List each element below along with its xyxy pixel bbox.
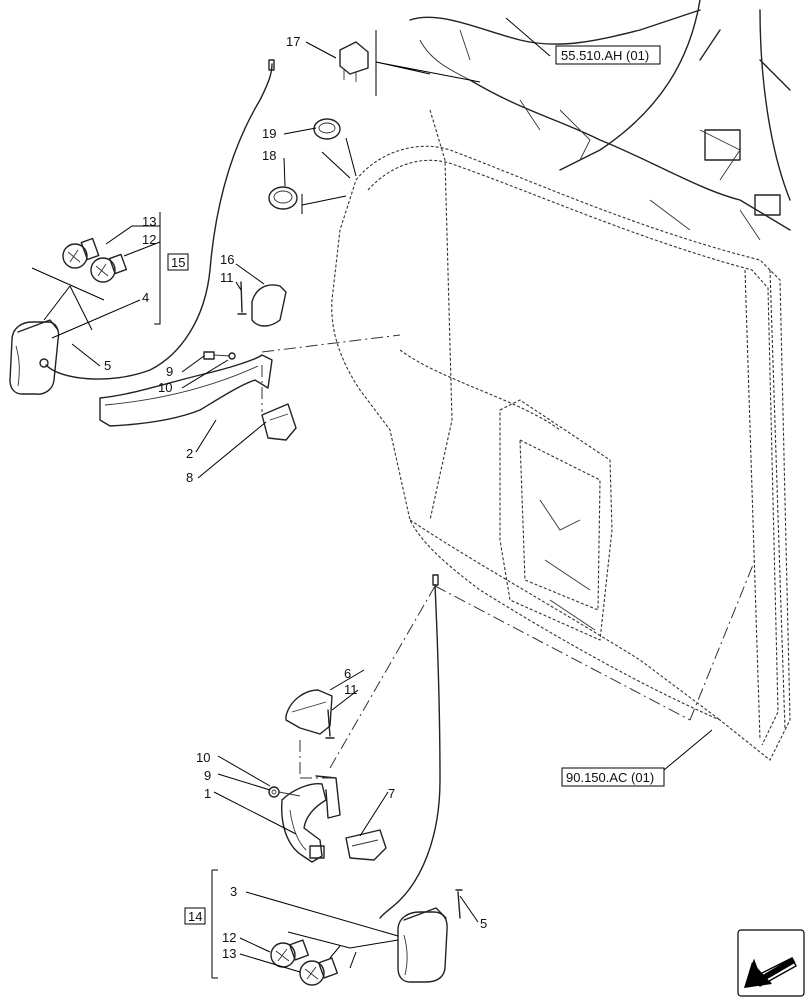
svg-text:15: 15 [171,255,185,270]
reference-link-55-510-ah[interactable]: 55.510.AH (01) [555,45,661,65]
callout-13-lower: 13 [222,946,236,961]
group-callout-15: 15 [167,253,189,271]
upper-bracket [99,354,273,427]
assembly-line-lower-2 [299,740,336,779]
reference-link-90-150-ac[interactable]: 90.150.AC (01) [561,767,665,787]
callout-19: 19 [262,126,276,141]
reference-label-mid[interactable]: 90.150.AC (01) [566,770,654,785]
callout-16: 16 [220,252,234,267]
callout-6: 6 [344,666,351,681]
reference-label-top[interactable]: 55.510.AH (01) [561,48,649,63]
lower-cover-7 [345,829,387,861]
lower-screw-5 [455,889,463,919]
callout-7: 7 [388,786,395,801]
upper-bulb-12 [90,253,128,283]
upper-work-lamp [9,319,60,395]
lower-screw [268,786,301,798]
svg-text:14: 14 [188,909,202,924]
lower-bulb-12 [270,939,310,968]
callout-5-upper: 5 [104,358,111,373]
callout-10-upper: 10 [158,380,172,395]
group-callout-14: 14 [184,907,206,925]
lower-cover [285,689,333,735]
upper-bulb-13 [62,237,100,269]
grommet-19 [313,118,341,140]
assembly-line-upper [261,334,401,353]
wiring-harness-top [409,0,791,241]
upper-screw [203,351,236,360]
lower-work-lamp [397,907,448,983]
callout-8: 8 [186,470,193,485]
lower-lamp-cable [379,584,441,919]
assembly-line-lower [329,559,756,769]
upper-small-screw [237,281,247,315]
callout-1: 1 [204,786,211,801]
callout-12-lower: 12 [222,930,236,945]
relay [339,41,369,82]
callout-5-lower: 5 [480,916,487,931]
callout-17: 17 [286,34,300,49]
cab-frame [331,109,791,761]
callout-4: 4 [142,290,149,305]
callout-2: 2 [186,446,193,461]
callout-10-lower: 10 [196,750,210,765]
lower-bracket [281,775,341,863]
callout-3: 3 [230,884,237,899]
lower-small-screw [325,709,335,739]
callout-labels: 17 19 18 13 12 4 5 16 11 9 10 2 8 6 11 1… [104,34,487,961]
leader-lines [31,17,713,979]
upper-cover [261,403,297,441]
upper-lamp-cable [45,63,273,380]
callout-12-upper: 12 [142,232,156,247]
callout-13-upper: 13 [142,214,156,229]
upper-cable-connector [268,59,275,71]
callout-9-lower: 9 [204,768,211,783]
callout-11-lower: 11 [344,682,358,697]
back-arrow-icon[interactable] [737,929,805,997]
callout-11-upper: 11 [220,270,234,285]
callout-18: 18 [262,148,276,163]
callout-9-upper: 9 [166,364,173,379]
grommet-18 [268,186,298,210]
upper-lamp-hood [251,284,287,327]
lower-cable-connector [432,574,439,586]
lower-bulb-13 [299,957,339,986]
